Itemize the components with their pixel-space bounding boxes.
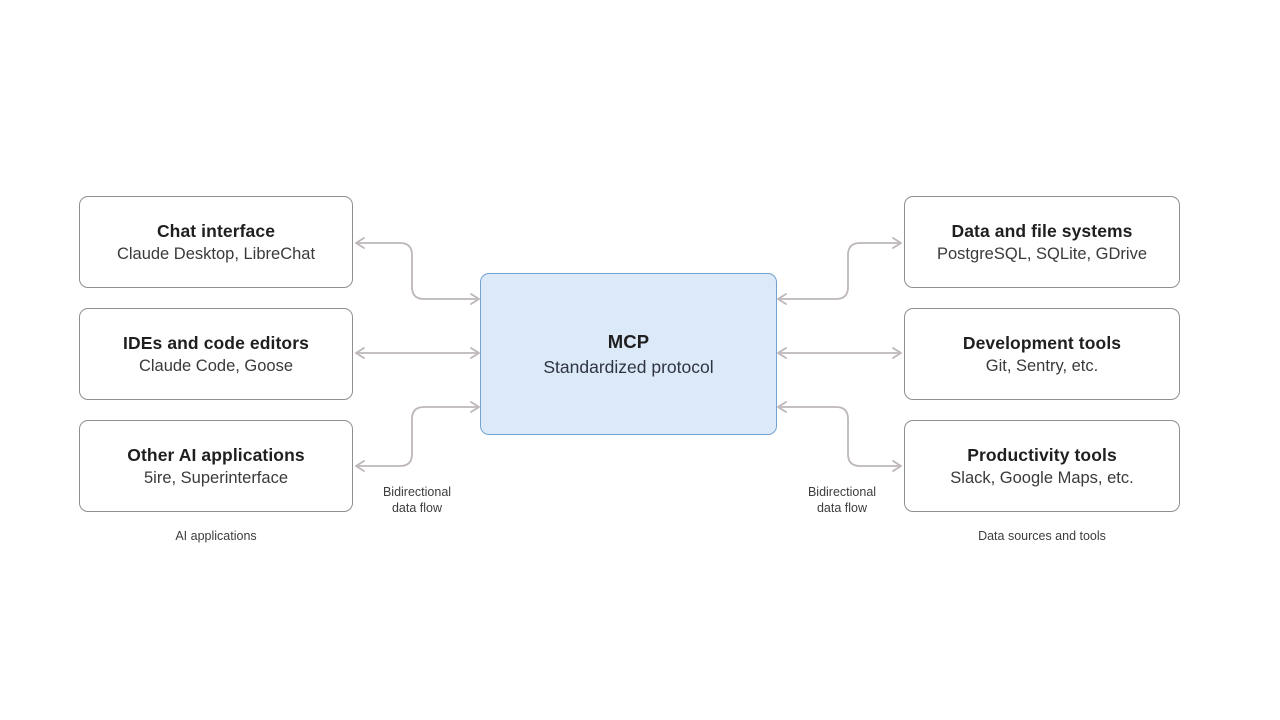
node-ides-code-editors: IDEs and code editors Claude Code, Goose [79,308,353,400]
node-subtitle: Claude Code, Goose [138,356,294,375]
node-data-file-systems: Data and file systems PostgreSQL, SQLite… [904,196,1180,288]
arrow-right-icon [892,347,902,359]
node-subtitle: 5ire, Superinterface [144,468,288,487]
flow-label-left: Bidirectional data flow [382,485,452,516]
node-subtitle: Standardized protocol [543,356,714,377]
node-chat-interface: Chat interface Claude Desktop, LibreChat [79,196,353,288]
connector-otherai-to-mcp [355,406,477,467]
arrow-right-icon [470,347,480,359]
arrow-right-icon [892,237,902,249]
node-subtitle: Slack, Google Maps, etc. [950,468,1134,487]
arrow-left-icon [777,293,787,305]
arrow-left-icon [355,460,365,472]
arrow-left-icon [355,347,365,359]
flow-label-right: Bidirectional data flow [807,485,877,516]
node-title: Productivity tools [967,444,1117,465]
connector-mcp-to-datafiles [780,242,899,300]
node-subtitle: Git, Sentry, etc. [985,356,1099,375]
connector-mcp-to-productivity [780,406,899,467]
caption-data-sources-tools: Data sources and tools [978,529,1106,543]
node-productivity-tools: Productivity tools Slack, Google Maps, e… [904,420,1180,512]
connector-chat-to-mcp [355,242,477,300]
node-title: Chat interface [156,220,276,241]
node-title: Other AI applications [127,444,305,465]
node-title: Development tools [962,332,1122,353]
node-development-tools: Development tools Git, Sentry, etc. [904,308,1180,400]
node-mcp: MCP Standardized protocol [480,273,777,435]
arrow-left-icon [777,401,787,413]
arrow-right-icon [892,460,902,472]
arrow-right-icon [470,293,480,305]
node-title: Data and file systems [951,220,1133,241]
node-subtitle: PostgreSQL, SQLite, GDrive [937,244,1147,263]
node-other-ai-applications: Other AI applications 5ire, Superinterfa… [79,420,353,512]
caption-ai-applications: AI applications [175,529,257,543]
arrow-right-icon [470,401,480,413]
arrow-left-icon [777,347,787,359]
node-title: MCP [607,330,650,352]
node-title: IDEs and code editors [123,332,309,353]
node-subtitle: Claude Desktop, LibreChat [116,244,316,263]
arrow-left-icon [355,237,365,249]
